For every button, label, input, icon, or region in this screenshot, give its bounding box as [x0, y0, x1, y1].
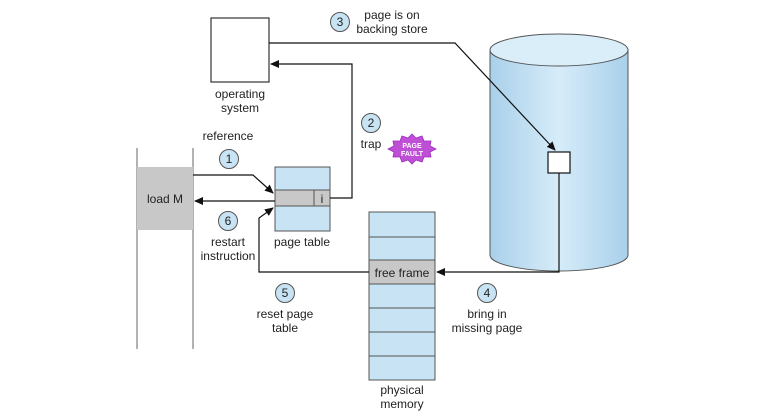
page-on-backing-store-label-line1: page is on	[364, 8, 419, 22]
step-5-number: 5	[282, 286, 289, 300]
step-3-number: 3	[337, 15, 344, 29]
physical-memory-rect	[368, 211, 436, 381]
step-labels: reference trap page is on backing store …	[201, 8, 523, 335]
step-markers: 1 2 3 4 5 6	[218, 12, 497, 303]
step-6-number: 6	[225, 214, 232, 228]
page-fault-badge: PAGE FAULT	[387, 133, 437, 165]
invalid-bit-label: i	[321, 192, 324, 206]
disk-top	[489, 33, 629, 67]
page-fault-burst	[387, 133, 437, 165]
bring-in-missing-page-label-line1: bring in	[467, 307, 506, 321]
page-fault-text-line1: PAGE	[402, 143, 422, 150]
step-4-number: 4	[484, 286, 491, 300]
operating-system-rect	[210, 17, 270, 83]
physical-memory-label-line1: physical	[380, 383, 423, 397]
trap-arrow	[270, 60, 353, 199]
program-column: load M	[136, 148, 194, 349]
free-frame-label: free frame	[375, 266, 430, 280]
load-m-instruction	[137, 167, 193, 230]
reset-page-table-label-line2: table	[272, 321, 298, 335]
bring-in-missing-page-label-line2: missing page	[452, 321, 523, 335]
step-2-marker	[361, 113, 381, 133]
physical-memory-label-line2: memory	[380, 397, 423, 411]
restart-instruction-label-line1: restart	[211, 235, 246, 249]
operating-system-box: operating system	[210, 17, 270, 115]
step-6-marker	[218, 211, 238, 231]
step-1-marker	[219, 149, 239, 169]
trap-label: trap	[361, 137, 382, 151]
reset-page-table-arrow	[258, 207, 369, 273]
arrows	[193, 42, 560, 276]
step-3-marker	[330, 12, 350, 32]
step-5-marker	[275, 283, 295, 303]
page-on-disk	[547, 151, 571, 174]
step-1-number: 1	[226, 152, 233, 166]
page-table: i page table	[274, 166, 331, 249]
reference-arrow	[193, 174, 274, 194]
physical-memory: free frame physical memory	[368, 211, 436, 411]
reset-page-table-label-line1: reset page	[257, 307, 314, 321]
operating-system-label-line2: system	[221, 101, 259, 115]
page-fault-text-line2: FAULT	[401, 151, 424, 158]
backing-store-disk	[489, 33, 629, 272]
bring-in-missing-page-arrow	[436, 173, 560, 276]
step-2-number: 2	[368, 116, 375, 130]
step-4-marker	[477, 283, 497, 303]
load-m-label: load M	[147, 192, 183, 206]
page-on-backing-store-arrow	[269, 42, 556, 151]
page-on-backing-store-label-line2: backing store	[356, 22, 428, 36]
page-table-label: page table	[274, 235, 330, 249]
restart-instruction-label-line2: instruction	[201, 249, 256, 263]
operating-system-label-line1: operating	[215, 87, 265, 101]
reference-label: reference	[203, 129, 254, 143]
